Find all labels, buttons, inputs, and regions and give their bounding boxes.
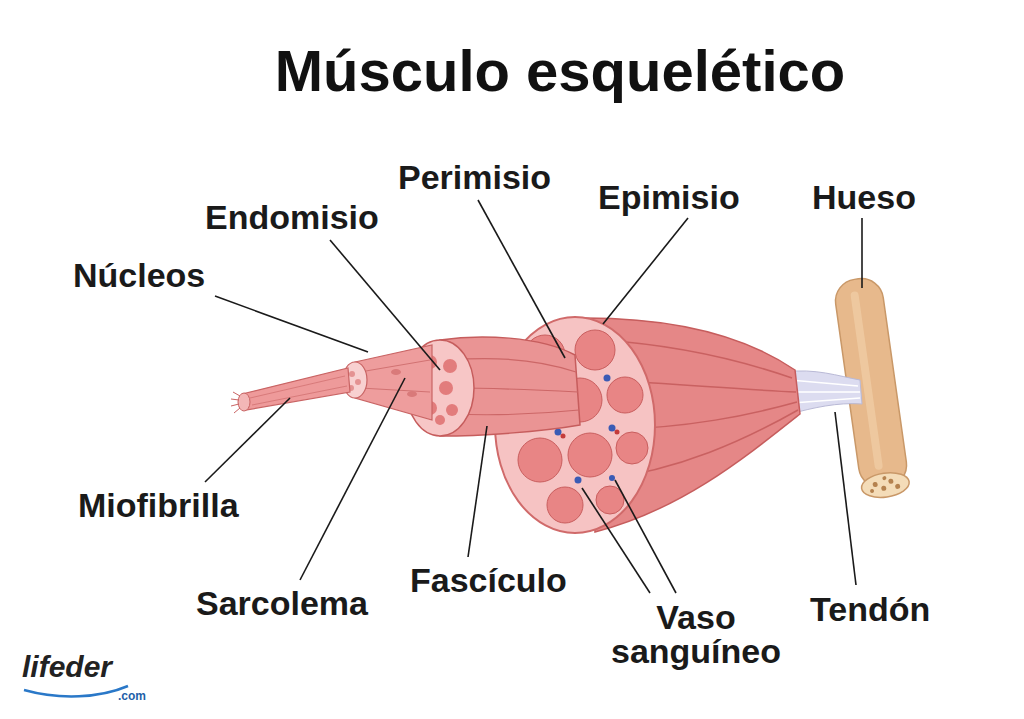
logo-swoosh [24, 686, 128, 696]
title: Músculo esquelético [275, 42, 845, 100]
label: Miofibrilla [78, 488, 239, 522]
label: Endomisio [205, 200, 379, 234]
label: Hueso [812, 180, 916, 214]
label: Núcleos [73, 258, 205, 292]
label: Epimisio [598, 180, 740, 214]
label: Vaso sanguíneo [586, 600, 806, 668]
leader-lines [205, 200, 862, 593]
label: Perimisio [398, 160, 551, 194]
label: Tendón [810, 592, 930, 626]
label: Sarcolema [196, 586, 368, 620]
watermark: lifeder [22, 652, 112, 682]
myofibril [242, 368, 350, 410]
label: Fascículo [410, 563, 567, 597]
watermark: .com [118, 690, 146, 702]
